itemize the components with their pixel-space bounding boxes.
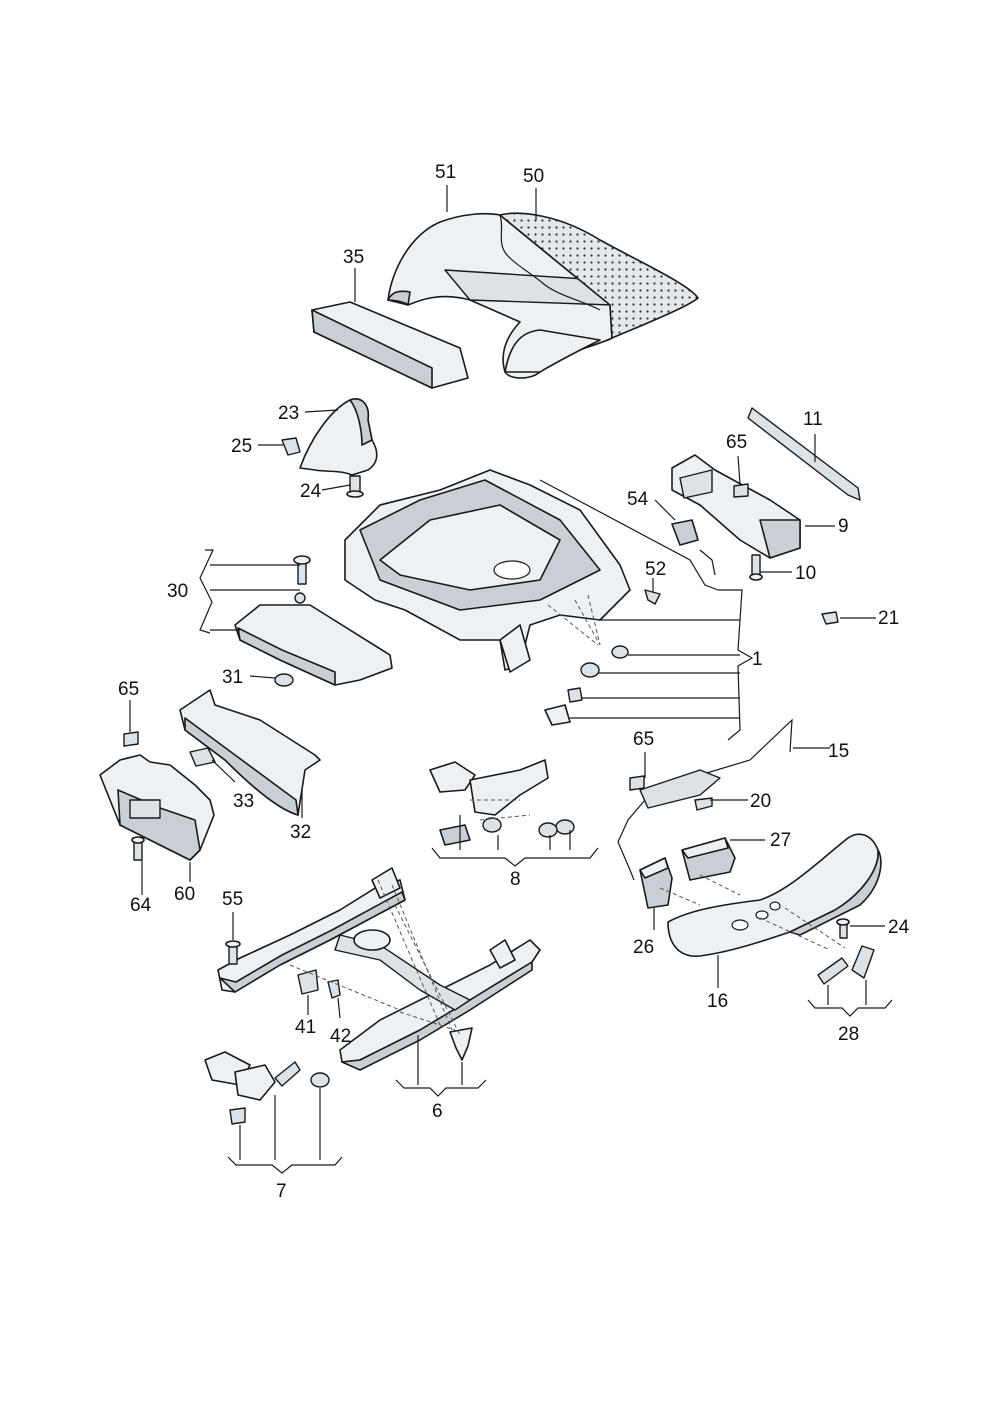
callout-25: 25 [231,436,252,457]
callout-23: 23 [278,403,299,424]
motor-assembly-part-8 [429,759,575,846]
callout-16: 16 [707,991,728,1012]
screw-part-55 [225,940,241,965]
callout-52: 52 [645,559,666,580]
clip-part-33 [189,747,216,767]
assembly-dashed-lines [289,594,846,1036]
trim-cover-part-60 [99,754,215,861]
screw-part-30 [293,555,311,604]
rail-part-11 [747,407,861,501]
switch-part-26 [639,857,673,909]
callout-33: 33 [233,791,254,812]
callout-28: 28 [838,1024,859,1045]
screw-part-20 [694,797,713,811]
screw-part-42 [327,979,341,999]
screw-part-52 [644,589,661,605]
callout-27: 27 [770,830,791,851]
callout-10: 10 [795,563,816,584]
clip-part-65-left [123,731,139,747]
screw-part-64 [131,836,145,861]
callout-60: 60 [174,884,195,905]
callout-24-top: 24 [300,481,322,502]
clip-part-65-top [733,483,749,498]
callout-35: 35 [343,247,364,268]
screw-part-25 [281,437,301,456]
callout-65-left: 65 [118,679,139,700]
seat-cushion-foam-part [387,212,613,379]
callout-65-top: 65 [726,432,747,453]
side-trim-part-16 [667,833,882,957]
callout-65-right: 65 [633,729,654,750]
callout-26: 26 [633,937,654,958]
bracket-part-9 [671,454,801,559]
front-trim-part-32 [179,689,321,816]
clip-part-21 [821,611,839,625]
nut-part-31 [274,673,294,687]
callout-55: 55 [222,889,243,910]
callout-1: 1 [752,649,763,670]
switch-part-27 [681,837,736,881]
callout-21: 21 [878,608,899,629]
callout-54: 54 [627,489,649,510]
callout-8: 8 [510,869,521,890]
callout-24-right: 24 [888,917,910,938]
cable-part-15 [617,718,793,881]
mounting-plate-part [234,604,393,686]
callout-6: 6 [432,1101,443,1122]
screw-part-24-right [836,918,850,939]
callout-11: 11 [803,409,823,430]
button-parts-28 [817,945,875,985]
wire-part [539,479,719,591]
callout-20: 20 [750,791,771,812]
motor-assembly-part-7 [204,1051,330,1125]
callout-labels: 51 50 35 23 25 24 11 65 54 9 10 52 30 21… [118,162,910,1202]
bolt-parts-group-1 [544,645,629,726]
leader-lines [129,185,893,1174]
clip-part-41 [297,969,319,995]
seat-frame-part [344,469,631,673]
callout-41: 41 [295,1017,316,1038]
screw-part-24-top [346,475,364,498]
clip-part-65-right [629,775,645,791]
callout-51: 51 [435,162,456,183]
cap-part-6 [449,1027,473,1061]
callout-50: 50 [523,166,544,187]
callout-31: 31 [222,667,243,688]
callout-9: 9 [838,516,849,537]
seat-cover-part [498,212,700,340]
callout-32: 32 [290,822,311,843]
front-cushion-part [311,301,469,389]
callout-42: 42 [330,1026,351,1047]
callout-7: 7 [276,1181,287,1202]
side-cover-part-23 [299,398,378,476]
sensor-part-54 [671,519,699,546]
callout-64: 64 [130,895,152,916]
callout-30: 30 [167,581,188,602]
screw-part-10 [749,554,763,581]
seat-adjuster-frame-part [217,867,541,1071]
callout-15: 15 [828,741,849,762]
